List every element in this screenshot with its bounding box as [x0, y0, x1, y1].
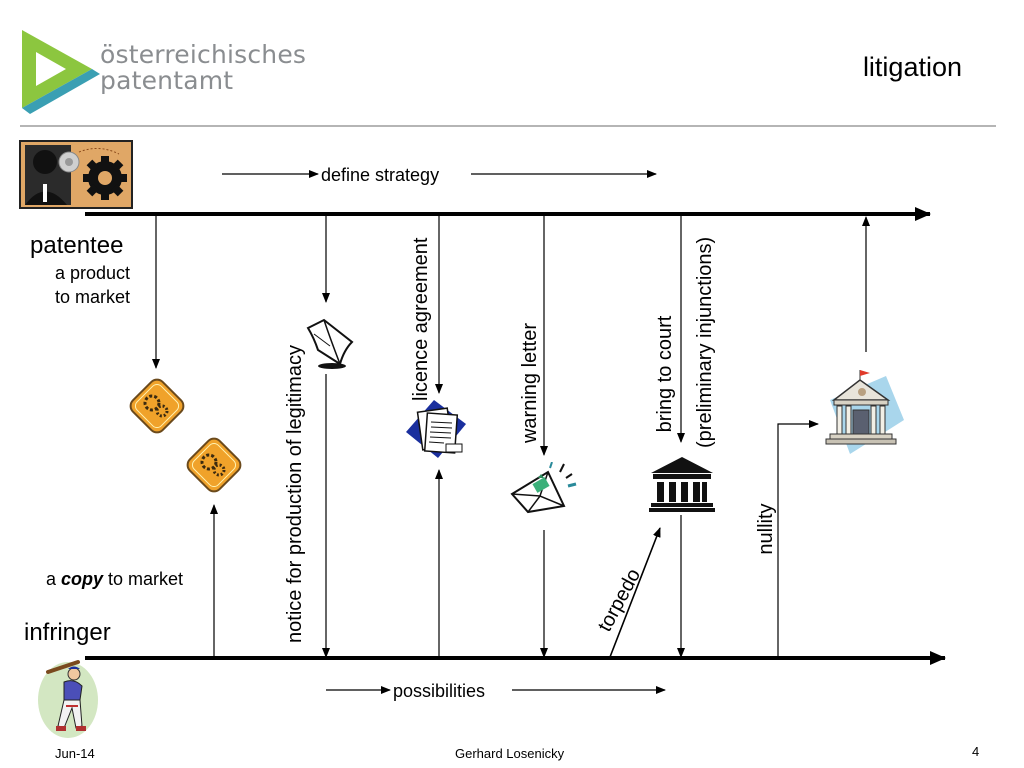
warning-label: warning letter [519, 322, 541, 444]
slide-title: litigation [862, 52, 962, 82]
business-person-gears-icon [19, 140, 133, 209]
court-label-line-1: bring to court [654, 315, 676, 433]
copy-label-word: copy [61, 569, 104, 589]
logo-text: österreichisches patentamt [100, 42, 306, 94]
footer-author: Gerhard Losenicky [455, 746, 565, 761]
logo-line-1: österreichisches [100, 40, 307, 69]
patentee-label: patentee [30, 232, 124, 259]
copy-label-prefix: a [46, 569, 62, 589]
infringer-label: infringer [24, 619, 111, 646]
footer-page-number: 4 [972, 744, 980, 759]
nullity-label: nullity [755, 503, 777, 555]
court-label-line-2: (preliminary injunctions) [694, 236, 716, 448]
nullity-arrow [777, 420, 819, 656]
logo-icon [22, 30, 100, 114]
patent-office-building-icon [825, 370, 904, 454]
possibilities-label: possibilities [393, 681, 486, 701]
define-strategy-label: define strategy [321, 165, 440, 185]
notice-label: notice for production of legitimacy [284, 345, 306, 643]
gear-sign-icon-2 [186, 437, 242, 493]
courthouse-icon [649, 457, 715, 512]
product-label-line-2: to market [55, 287, 131, 307]
footer-date: Jun-14 [55, 746, 95, 761]
contract-documents-icon [406, 400, 466, 458]
product-label-line-1: a product [55, 263, 131, 283]
gear-sign-icon [129, 378, 185, 434]
licence-label: licence agreement [410, 237, 432, 401]
envelope-letter-icon [510, 462, 577, 514]
copy-label: a copy to market [46, 569, 183, 590]
torpedo-arrow [609, 527, 661, 658]
header-divider [20, 125, 996, 127]
baseball-player-icon [38, 660, 98, 738]
paper-document-icon [306, 318, 354, 369]
copy-label-suffix: to market [103, 569, 184, 589]
logo-line-2: patentamt [100, 66, 234, 95]
